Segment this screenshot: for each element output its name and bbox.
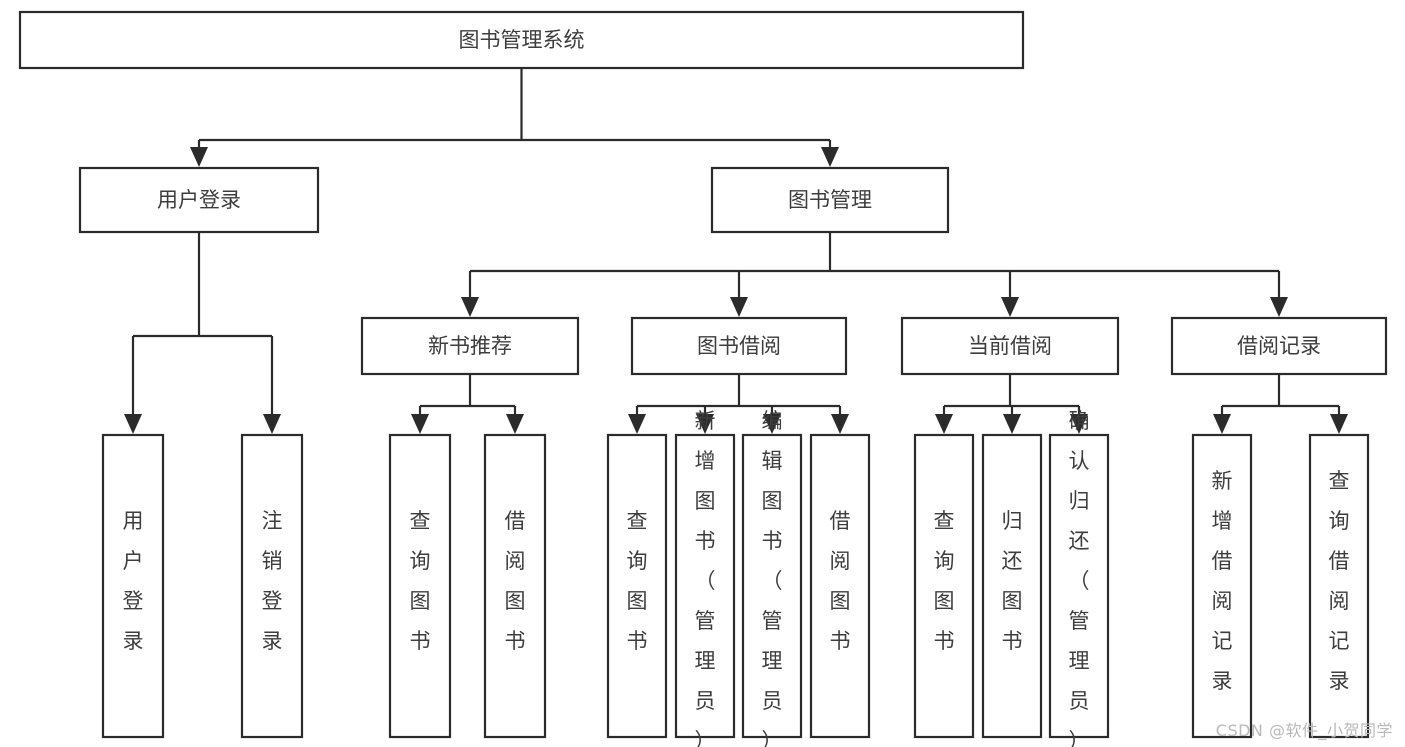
level1-node-rect [78,166,320,234]
level2-node-rect [360,316,580,376]
leaf-node-rect [606,433,668,739]
leaf-node[interactable]: 查询图书 [913,433,975,739]
arrow-head [461,297,479,317]
leaf-node-label: 编辑图书（管理员） [762,409,783,747]
level1-node[interactable]: 图书管理 [710,166,950,234]
arrow-head [763,414,781,434]
leaf-node-label: 查询图书 [627,509,648,653]
leaf-node-rect [1048,433,1110,739]
arrow-head [628,414,646,434]
arrow-head [124,414,142,434]
level2-node-label: 图书借阅 [697,334,781,358]
level2-node-rect [630,316,848,376]
leaf-node-label: 查询图书 [934,509,955,653]
leaf-node-rect [913,433,975,739]
nodes-layer: 用户登录图书管理新书推荐图书借阅当前借阅借阅记录图书管理系统用户登录注销登录查询… [18,10,1388,747]
leaf-node-label: 归还图书 [1002,509,1023,653]
level2-node-label: 借阅记录 [1237,334,1321,358]
leaf-node[interactable]: 借阅图书 [483,433,547,739]
root-node[interactable]: 图书管理系统 [18,10,1025,70]
leaf-node-label: 确认归还（管理员） [1069,409,1090,747]
arrow-head [831,414,849,434]
level1-node-label: 用户登录 [157,188,241,212]
level2-node[interactable]: 图书借阅 [630,316,848,376]
leaf-node[interactable]: 确认归还（管理员） [1048,409,1110,747]
level1-node[interactable]: 用户登录 [78,166,320,234]
leaf-node-label: 借阅图书 [505,509,526,653]
leaf-node-label: 注销登录 [262,509,283,653]
leaf-node-label: 用户登录 [123,509,144,653]
arrow-head [411,414,429,434]
leaf-node[interactable]: 查询图书 [606,433,668,739]
leaf-node-rect [1308,433,1370,739]
level2-node[interactable]: 借阅记录 [1170,316,1388,376]
arrow-head [1330,414,1348,434]
level1-node-label: 图书管理 [788,188,872,212]
watermark-text: CSDN @软件_小贺同学 [1215,721,1393,740]
root-node-rect [18,10,1025,70]
level2-node-label: 当前借阅 [968,334,1052,358]
arrow-head [821,147,839,167]
leaf-node-label: 新增图书（管理员） [695,409,716,747]
level2-node[interactable]: 新书推荐 [360,316,580,376]
arrow-head [1001,297,1019,317]
arrow-head [1003,414,1021,434]
level2-node-rect [900,316,1120,376]
leaf-node-rect [809,433,871,739]
leaf-node[interactable]: 用户登录 [101,433,165,739]
arrow-head [1270,297,1288,317]
leaf-node-rect [483,433,547,739]
leaf-node-rect [674,433,736,739]
leaf-node[interactable]: 新增图书（管理员） [674,409,736,747]
leaf-node-rect [741,433,803,739]
leaf-node-rect [101,433,165,739]
level2-node[interactable]: 当前借阅 [900,316,1120,376]
level2-node-label: 新书推荐 [428,334,512,358]
root-node-label: 图书管理系统 [459,28,585,52]
leaf-node[interactable]: 新增借阅记录 [1191,433,1253,739]
leaf-node-label: 查询图书 [410,509,431,653]
arrow-head [506,414,524,434]
leaf-node-label: 新增借阅记录 [1212,469,1233,693]
arrow-head [1070,414,1088,434]
level1-node-rect [710,166,950,234]
leaf-node[interactable]: 注销登录 [240,433,304,739]
arrow-head [935,414,953,434]
leaf-node-label: 借阅图书 [830,509,851,653]
leaf-node[interactable]: 查询图书 [388,433,452,739]
leaf-node[interactable]: 编辑图书（管理员） [741,409,803,747]
level2-node-rect [1170,316,1388,376]
connectors-layer [124,68,1348,434]
arrow-head [730,297,748,317]
leaf-node[interactable]: 借阅图书 [809,433,871,739]
leaf-node[interactable]: 查询借阅记录 [1308,433,1370,739]
arrow-head [190,147,208,167]
leaf-node-rect [1191,433,1253,739]
leaf-node-label: 查询借阅记录 [1329,469,1350,693]
leaf-node-rect [240,433,304,739]
leaf-node-rect [981,433,1043,739]
leaf-node[interactable]: 归还图书 [981,433,1043,739]
leaf-node-rect [388,433,452,739]
arrow-head [263,414,281,434]
arrow-head [1213,414,1231,434]
arrow-head [696,414,714,434]
